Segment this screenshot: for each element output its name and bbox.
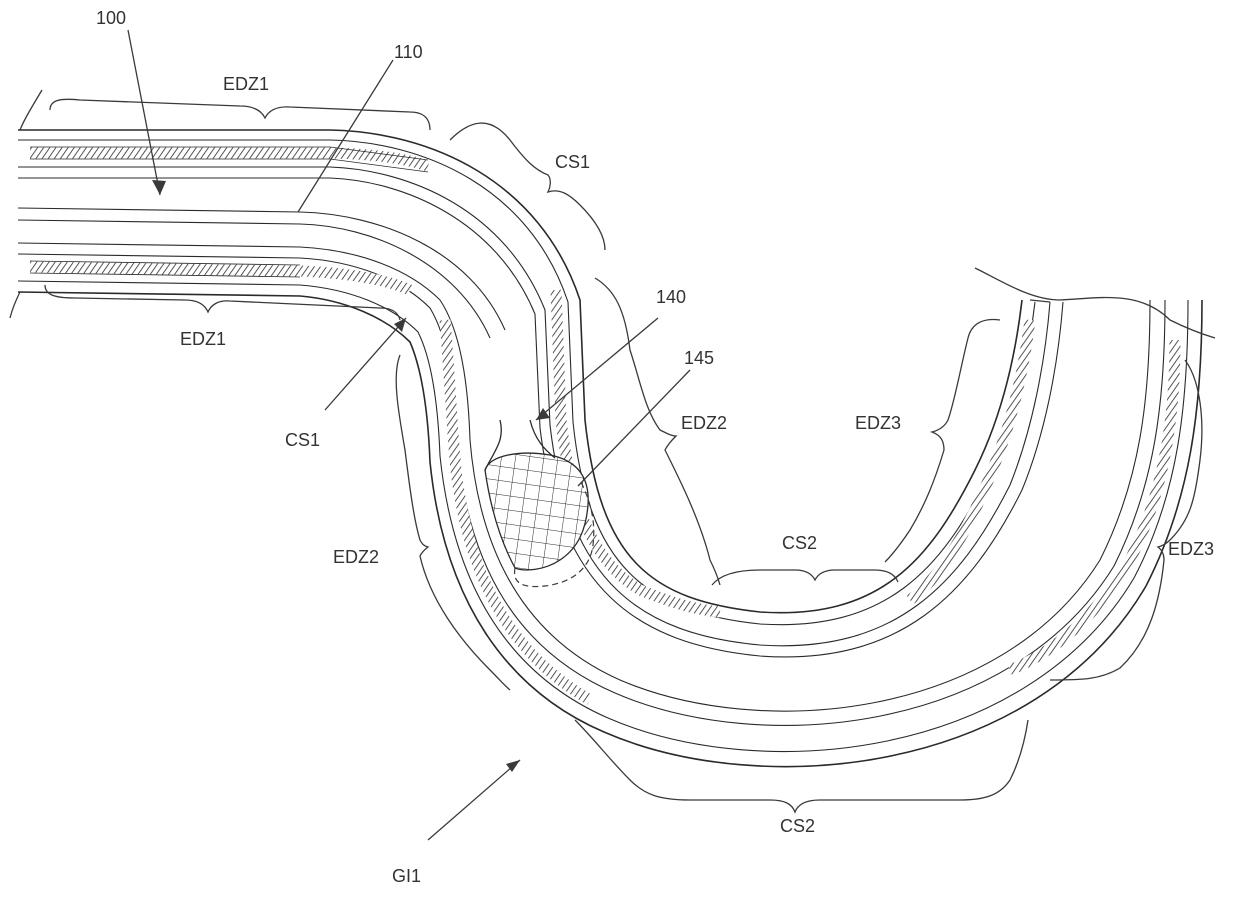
label-cs1-outer: CS1 (555, 152, 590, 172)
leader-100 (128, 30, 160, 195)
leader-145 (578, 370, 690, 486)
label-cs2-inner: CS2 (782, 533, 817, 553)
mesh-basket (485, 420, 594, 587)
inner-wall-3 (18, 281, 1188, 751)
tissue-right-top (975, 268, 1215, 338)
hatched-bands (30, 147, 1175, 700)
band-bottom-edz1 (30, 267, 410, 290)
mesh-body (485, 453, 588, 570)
brace-cs2-inner (712, 570, 898, 585)
band-edz3-outer (1010, 340, 1175, 670)
tissue-right-inner (1030, 300, 1050, 302)
label-100: 100 (96, 8, 126, 28)
brace-edz1-bottom (45, 285, 400, 320)
label-cs2-outer: CS2 (780, 816, 815, 836)
leader-110 (298, 60, 393, 212)
gi-tract-walls (18, 130, 1202, 767)
braces (45, 99, 1202, 812)
label-edz2-inner: EDZ2 (681, 413, 727, 433)
inner-wall-2 (18, 254, 1165, 725)
leader-cs1 (325, 318, 406, 410)
scope-line-lower (18, 220, 490, 338)
arrowhead-100 (152, 180, 166, 195)
label-gi1: GI1 (392, 866, 421, 886)
label-edz3-inner: EDZ3 (855, 413, 901, 433)
label-edz1-bottom: EDZ1 (180, 329, 226, 349)
tissue-left-bottom (10, 292, 20, 318)
label-cs1-inner: CS1 (285, 430, 320, 450)
label-edz2-outer: EDZ2 (333, 547, 379, 567)
label-140: 140 (656, 287, 686, 307)
tissue-left-top (20, 90, 42, 130)
band-edz2-inner (556, 290, 720, 612)
label-edz3-outer: EDZ3 (1168, 539, 1214, 559)
label-110: 110 (394, 42, 423, 62)
brace-edz1-top (50, 99, 430, 130)
outer-wall-top-3 (18, 167, 1050, 646)
label-145: 145 (684, 348, 714, 368)
leader-gi1 (428, 760, 520, 840)
label-edz1-top: EDZ1 (223, 74, 269, 94)
